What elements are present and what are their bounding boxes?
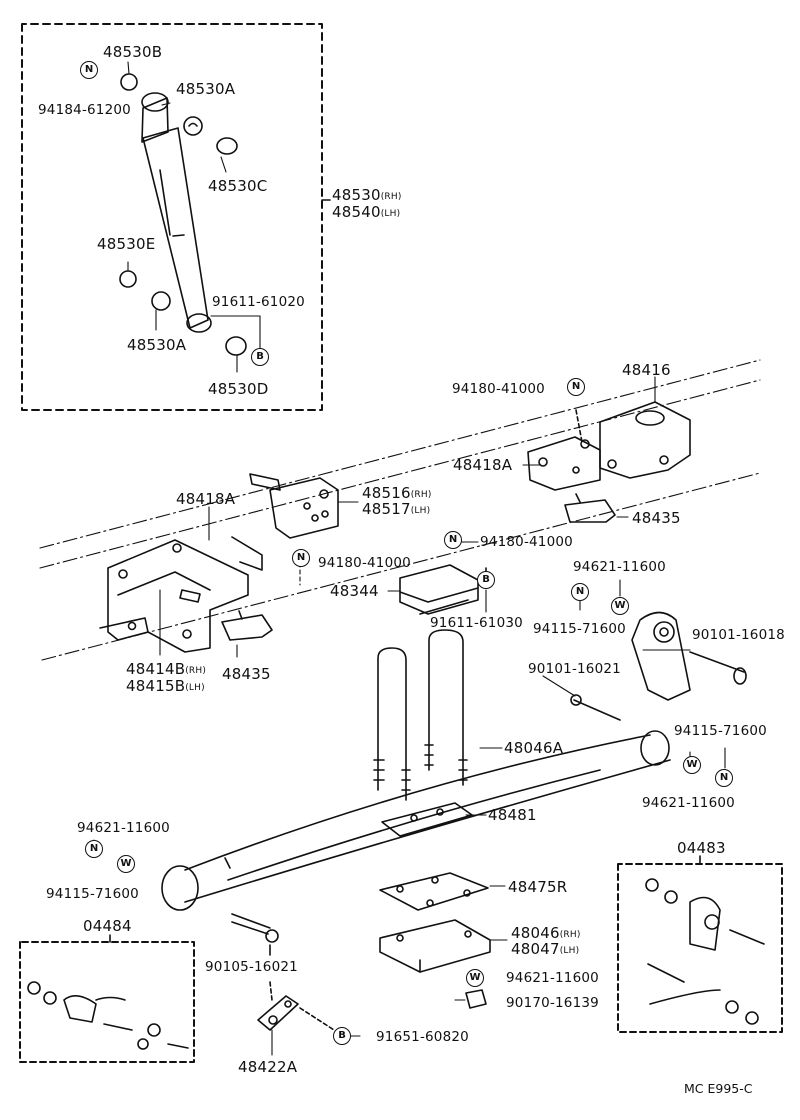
b-bolt-symbol: B: [333, 1027, 351, 1045]
part-48416-label: 48416: [622, 361, 671, 379]
bracket-48516: [249, 473, 339, 539]
bolt-90105: [231, 913, 279, 956]
w-washer-symbol: W: [683, 756, 701, 774]
spring-seat-48475r: [379, 872, 489, 911]
part-91611-61030-label: 91611-61030: [430, 615, 523, 631]
bump-stopper: [399, 564, 487, 615]
shock-bushings: [119, 73, 247, 356]
front-hanger-bracket: [99, 536, 263, 653]
plate-48422a: [257, 981, 335, 1031]
shock-absorber-kit-box: [21, 23, 331, 411]
part-94184-61200-label: 94184-61200: [38, 102, 131, 118]
n-nut-symbol: N: [571, 583, 589, 601]
part-04483-label: 04483: [677, 839, 726, 857]
part-48540-label: 48540(LH): [332, 203, 401, 221]
part-48530c-label: 48530C: [208, 177, 268, 195]
part-90170-16139-label: 90170-16139: [506, 995, 599, 1011]
kit-box-04484: [19, 934, 195, 1063]
part-94621-11600-upper-label: 94621-11600: [573, 559, 666, 575]
spring-shackle: [570, 611, 747, 721]
part-48435-right-label: 48435: [632, 509, 681, 527]
shock-absorber: [141, 92, 212, 333]
b-bolt-symbol: B: [477, 571, 495, 589]
part-94115-71600-left-label: 94115-71600: [46, 886, 139, 902]
w-washer-symbol: W: [117, 855, 135, 873]
part-94621-11600-bottom-label: 94621-11600: [506, 970, 599, 986]
part-90101-16021-label: 90101-16021: [528, 661, 621, 677]
part-48047-label: 48047(LH): [511, 940, 580, 958]
part-48046a-label: 48046A: [504, 739, 564, 757]
part-48422a-label: 48422A: [238, 1058, 298, 1076]
nut-90170: [465, 989, 487, 1009]
part-48530a-bottom-label: 48530A: [127, 336, 187, 354]
u-bolts: [373, 629, 468, 801]
stopper-pads: [221, 493, 616, 641]
n-nut-symbol: N: [85, 840, 103, 858]
part-48475r-label: 48475R: [508, 878, 568, 896]
part-94180-41000-top-label: 94180-41000: [452, 381, 545, 397]
part-94115-71600-right-label: 94115-71600: [674, 723, 767, 739]
part-94180-41000-left-label: 94180-41000: [318, 555, 411, 571]
part-48517-label: 48517(LH): [362, 500, 431, 518]
part-48530a-top-label: 48530A: [176, 80, 236, 98]
part-48435-left-label: 48435: [222, 665, 271, 683]
n-nut-symbol: N: [567, 378, 585, 396]
part-90105-16021-label: 90105-16021: [205, 959, 298, 975]
part-48530d-label: 48530D: [208, 380, 269, 398]
frame-rail-lines: [39, 359, 761, 661]
part-94115-71600-upper-label: 94115-71600: [533, 621, 626, 637]
part-48530b-label: 48530B: [103, 43, 163, 61]
part-48418a-right-label: 48418A: [453, 456, 513, 474]
n-nut-symbol: N: [715, 769, 733, 787]
diagram-code-label: MC E995-C: [684, 1081, 753, 1096]
w-washer-symbol: W: [611, 597, 629, 615]
n-nut-symbol: N: [292, 549, 310, 567]
rear-hanger-bracket: [527, 401, 691, 491]
part-48046-label: 48046(RH): [511, 924, 581, 942]
part-04484-label: 04484: [83, 917, 132, 935]
part-48414b-label: 48414B(RH): [126, 660, 207, 678]
part-48481-label: 48481: [488, 806, 537, 824]
part-94621-11600-left-label: 94621-11600: [77, 820, 170, 836]
n-nut-symbol: N: [444, 531, 462, 549]
part-94180-41000-mid-label: 94180-41000: [480, 534, 573, 550]
kit-box-04483: [617, 855, 783, 1033]
b-bolt-symbol: B: [251, 348, 269, 366]
part-90101-16018-label: 90101-16018: [692, 627, 785, 643]
part-48418a-left-label: 48418A: [176, 490, 236, 508]
part-48530e-label: 48530E: [97, 235, 156, 253]
shock-leader-lines: [127, 61, 261, 373]
n-nut-symbol: N: [80, 61, 98, 79]
part-48344-label: 48344: [330, 582, 379, 600]
part-94621-11600-right-label: 94621-11600: [642, 795, 735, 811]
part-91651-60820-label: 91651-60820: [376, 1029, 469, 1045]
u-bolt-seat: [379, 919, 491, 973]
part-91611-61020-label: 91611-61020: [212, 294, 305, 310]
part-48516-label: 48516(RH): [362, 484, 432, 502]
part-48530-label: 48530(RH): [332, 186, 402, 204]
w-washer-symbol: W: [466, 969, 484, 987]
part-48415b-label: 48415B(LH): [126, 677, 205, 695]
